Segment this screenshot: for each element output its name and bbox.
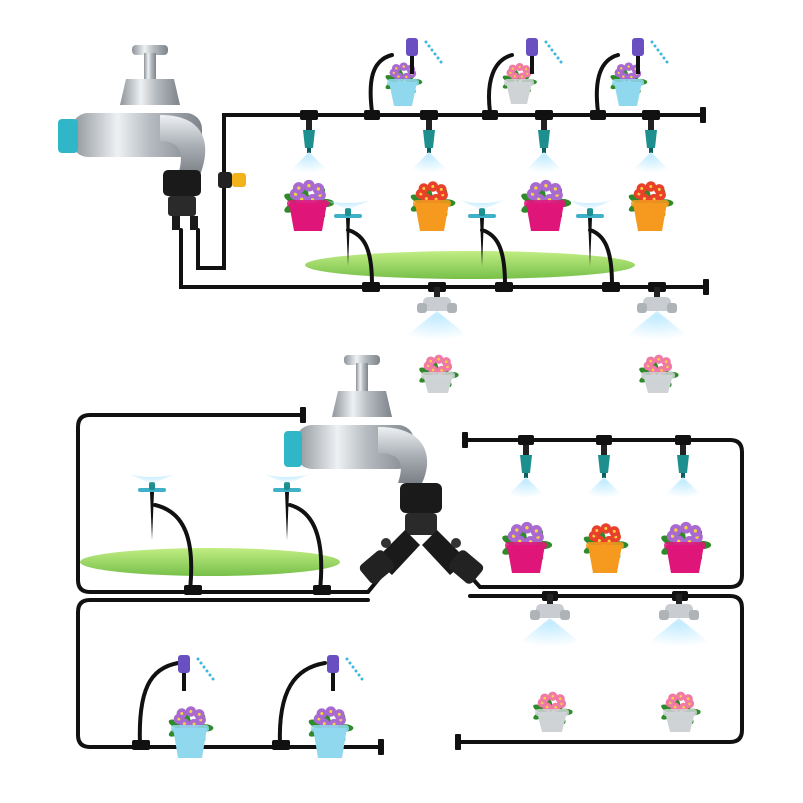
shutoff-valve-icon: [218, 172, 246, 188]
potted-plant-icon: [502, 63, 537, 104]
potted-plant-icon: [284, 179, 335, 231]
stake-sprayer-icon: [129, 474, 175, 540]
adjustable-drippers-bottom: [178, 655, 364, 691]
pots-bottom: [168, 521, 712, 758]
potted-plant-icon: [168, 706, 214, 758]
adjustable-dripper-icon: [178, 655, 215, 691]
drip-emitter-icon: [291, 120, 327, 173]
drip-emitter-icon: [586, 445, 622, 498]
rotary-sprayers-top: [405, 287, 689, 340]
adjustable-dripper-icon: [632, 38, 669, 74]
adjustable-dripper-icon: [406, 38, 443, 74]
stake-sprayer-icon: [325, 200, 371, 266]
potted-plant-icon: [661, 691, 701, 732]
end-caps: [700, 107, 709, 295]
stake-sprayers-bottom: [129, 474, 310, 540]
faucet-inlet: [58, 119, 78, 153]
end-caps-bottom: [132, 407, 691, 755]
potted-plant-icon: [385, 62, 423, 106]
rotary-sprayer-icon: [625, 287, 689, 340]
potted-plant-icon: [639, 354, 679, 393]
potted-plant-icon: [533, 691, 573, 732]
grass-strip: [305, 251, 635, 279]
stake-sprayers-top: [325, 200, 613, 266]
potted-plant-icon: [610, 62, 648, 106]
stake-sprayer-icon: [264, 474, 310, 540]
rotary-sprayer-icon: [405, 287, 469, 340]
drip-emitter-icon: [526, 120, 562, 173]
drip-emitter-icon: [411, 120, 447, 173]
stake-sprayer-icon: [567, 200, 613, 266]
faucet-icon-bottom: [284, 355, 428, 483]
rotary-sprayers-bottom: [518, 594, 711, 647]
top-layout: [58, 38, 709, 393]
potted-plant-icon: [502, 521, 553, 573]
potted-plant-icon: [628, 181, 674, 231]
drip-emitter-icon: [633, 120, 669, 173]
stake-sprayer-icon: [459, 200, 505, 266]
potted-plant-icon: [661, 521, 712, 573]
adjustable-dripper-icon: [526, 38, 563, 74]
potted-plant-icon: [419, 354, 459, 393]
drip-emitter-icon: [508, 445, 544, 498]
tee-connectors: [300, 110, 666, 292]
drip-emitter-icon: [665, 445, 701, 498]
potted-plant-icon: [410, 181, 456, 231]
drip-emitters-upper: [291, 120, 669, 173]
faucet-inlet-bottom: [284, 431, 302, 467]
adjustable-dripper-icon: [327, 655, 364, 691]
adjustable-drippers-top: [406, 38, 669, 74]
y-splitter-icon: [359, 483, 484, 584]
pots-top: [284, 38, 679, 393]
hose-adapter-icon: [163, 170, 201, 230]
rotary-sprayer-icon: [647, 594, 711, 647]
bottom-layout: [76, 355, 744, 758]
potted-plant-icon: [308, 706, 354, 758]
drip-emitters-bottom: [508, 445, 701, 498]
rotary-sprayer-icon: [518, 594, 582, 647]
faucet-icon: [58, 45, 206, 175]
grass-strip-bottom: [80, 548, 340, 576]
potted-plant-icon: [583, 523, 629, 573]
potted-plant-icon: [521, 179, 572, 231]
tubing-bottom: [76, 413, 744, 749]
